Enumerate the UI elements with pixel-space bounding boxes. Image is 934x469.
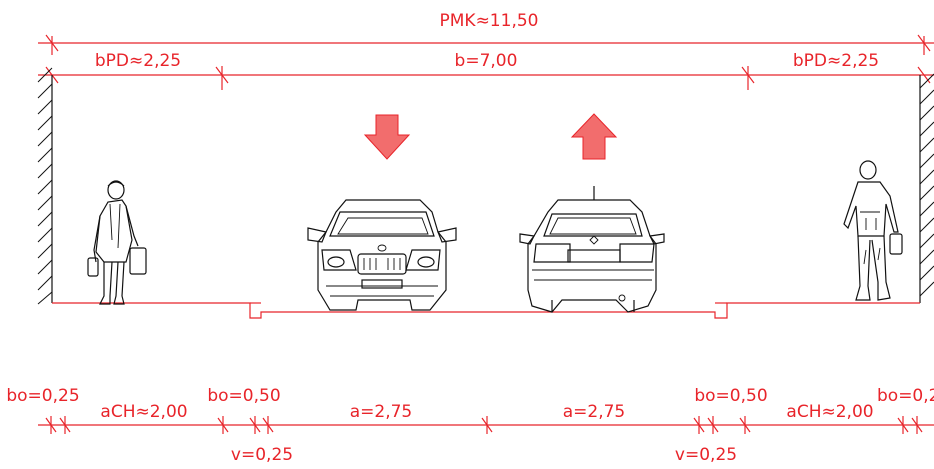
total-width-dimension: PMK≈11,50 bbox=[38, 11, 934, 55]
bo-right-inner-label: bo=0,50 bbox=[694, 386, 767, 406]
arrow-up-icon bbox=[570, 113, 618, 160]
sidewalk-left-label: bPD≈2,25 bbox=[95, 51, 181, 71]
carriageway-label: b=7,00 bbox=[455, 51, 518, 71]
road-surface-profile bbox=[52, 302, 920, 319]
v-left-label: v=0,25 bbox=[231, 445, 293, 465]
element-width-dimension: bo=0,25 aCH≈2,00 bo=0,50 v=0,25 a=2,75 a… bbox=[6, 386, 934, 465]
left-wall bbox=[37, 67, 53, 305]
car-rear-view-icon bbox=[519, 186, 665, 313]
right-wall bbox=[919, 73, 934, 303]
sidewalk-right-label: bPD≈2,25 bbox=[793, 51, 879, 71]
v-right-label: v=0,25 bbox=[675, 445, 737, 465]
bo-left-outer-label: bo=0,25 bbox=[6, 386, 79, 406]
pedestrian-man-icon bbox=[843, 160, 903, 301]
pedestrian-woman-icon bbox=[87, 180, 147, 305]
lane-left-label: a=2,75 bbox=[350, 402, 413, 422]
ach-left-label: aCH≈2,00 bbox=[100, 402, 187, 422]
arrow-down-icon bbox=[363, 114, 411, 160]
car-front-view-icon bbox=[307, 199, 457, 311]
component-width-dimension: bPD≈2,25 b=7,00 bPD≈2,25 bbox=[38, 51, 934, 90]
lane-right-label: a=2,75 bbox=[563, 402, 626, 422]
ach-right-label: aCH≈2,00 bbox=[786, 402, 873, 422]
bo-right-outer-label: bo=0,2 bbox=[877, 386, 934, 406]
bo-left-inner-label: bo=0,50 bbox=[207, 386, 280, 406]
total-width-label: PMK≈11,50 bbox=[440, 11, 539, 31]
